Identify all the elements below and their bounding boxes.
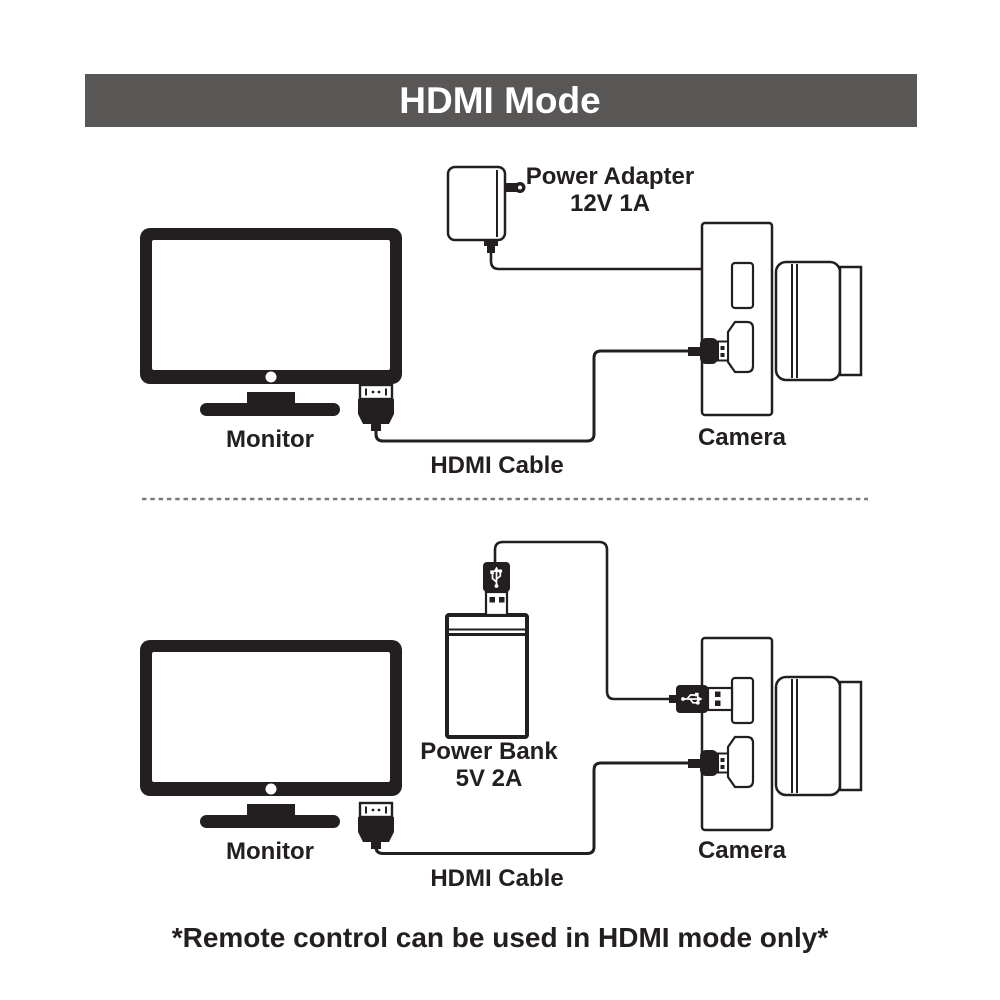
monitor-label: Monitor	[226, 838, 314, 865]
usb-cable-path	[493, 540, 671, 701]
usb-pin	[715, 700, 721, 706]
footer-note: *Remote control can be used in HDMI mode…	[172, 922, 829, 953]
title-bar-background	[85, 74, 917, 127]
bottom-diagram: Power Bank 5V 2A Monitor HDMI Cable Came…	[140, 540, 863, 892]
usb-a-connector-icon	[706, 686, 734, 712]
usb-pin	[715, 691, 721, 697]
power-adapter-label: Power Adapter	[526, 163, 694, 190]
camera-label: Camera	[698, 424, 787, 451]
title-bar: HDMI Mode	[85, 74, 917, 127]
hdmi-plug-icon	[687, 749, 729, 777]
usb-pin	[499, 597, 505, 603]
power-adapter-body	[446, 165, 507, 242]
hdmi-cable-label: HDMI Cable	[430, 452, 563, 479]
usb-plug-icon	[669, 685, 734, 713]
camera-label: Camera	[698, 837, 787, 864]
hdmi-cable-label: HDMI Cable	[430, 865, 563, 892]
usb-pin	[489, 597, 495, 603]
power-bank-label: Power Bank	[420, 738, 558, 765]
camera-illustration	[700, 221, 863, 417]
hdmi-connector-icon	[356, 801, 396, 851]
power-bank-illustration	[445, 562, 529, 739]
monitor-illustration	[140, 640, 402, 828]
usb-plug-stub	[669, 695, 677, 703]
hdmi-cable-path	[374, 761, 688, 855]
usb-a-connector-icon	[484, 590, 509, 617]
camera-illustration	[700, 636, 863, 832]
power-bank-spec: 5V 2A	[456, 765, 523, 792]
hdmi-cable-path	[374, 349, 688, 443]
top-diagram: Power Adapter 12V 1A Monitor HDMI Cable …	[140, 163, 863, 479]
hdmi-plug-icon	[687, 337, 729, 365]
power-adapter-spec: 12V 1A	[570, 190, 650, 217]
power-adapter-illustration	[446, 165, 526, 253]
page-title: HDMI Mode	[399, 80, 600, 121]
power-cable-path	[489, 253, 702, 271]
monitor-label: Monitor	[226, 426, 314, 453]
hdmi-connector-icon	[356, 383, 396, 433]
power-adapter-prong-icon	[505, 182, 526, 193]
power-adapter-dc-tip-icon	[484, 240, 498, 253]
